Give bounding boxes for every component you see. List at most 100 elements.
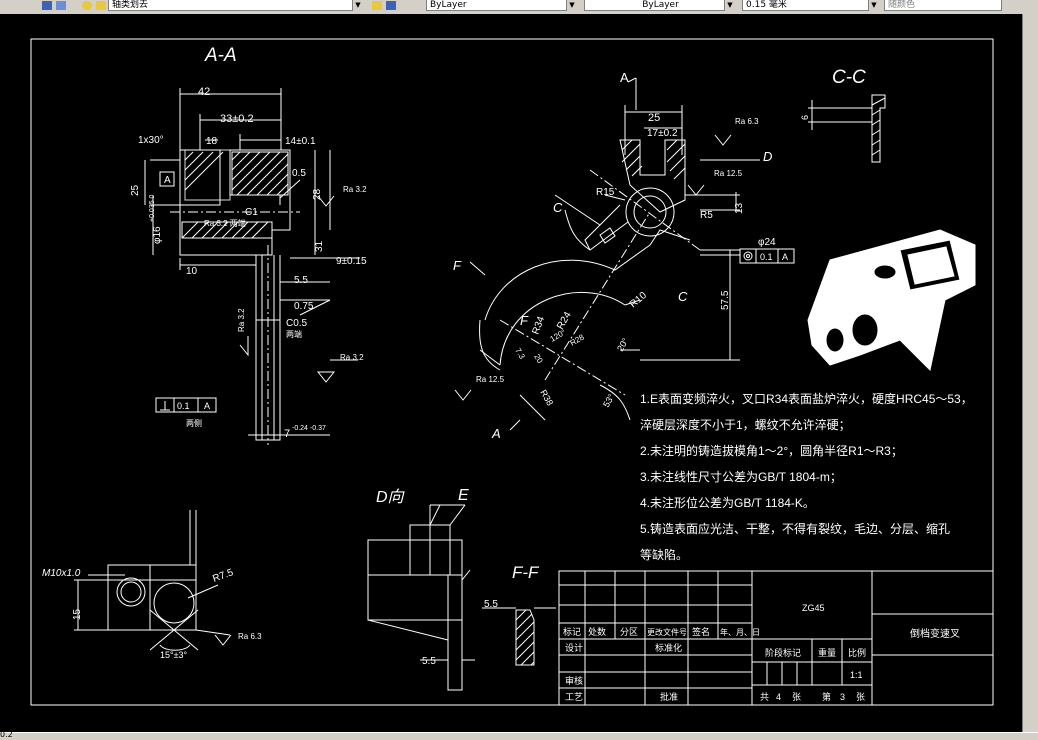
section-mark-f-left: F xyxy=(453,258,462,273)
tb-scale-value: 1:1 xyxy=(850,670,863,680)
dim-575: 57.5 xyxy=(720,290,731,310)
dim-main-25: 25 xyxy=(648,112,660,124)
datum-box xyxy=(159,171,175,187)
roughness-bl-ra63: Ra 6.3 xyxy=(238,632,262,641)
make-current-icon[interactable] xyxy=(372,1,382,10)
note-1: 1.E表面变频淬火，叉口R34表面盐炉淬火，硬度HRC45～53， xyxy=(640,391,973,406)
layer-previous-icon[interactable] xyxy=(386,1,396,10)
chevron-down-icon[interactable]: ▼ xyxy=(352,0,363,11)
chevron-down-icon[interactable]: ▼ xyxy=(724,0,735,11)
roughness-ra32-note: Ra 3.2 两端 xyxy=(204,218,246,228)
roughness-ra125-a: Ra 12.5 xyxy=(714,169,743,178)
section-mark-c-left: C xyxy=(553,200,563,215)
layer-state-icon[interactable] xyxy=(42,1,52,10)
section-cc xyxy=(808,94,886,163)
dim-73: 7.3 xyxy=(513,347,527,362)
roughness-ra125-b: Ra 12.5 xyxy=(476,375,505,384)
datum-a: A xyxy=(164,175,171,186)
lineweight-dropdown[interactable]: ByLayer xyxy=(584,0,734,11)
dim-c1: C1 xyxy=(245,207,258,218)
tol-perp-value: 0.1 xyxy=(177,401,190,411)
dim-m10: M10x1.0 xyxy=(42,568,81,579)
bottom-left-view xyxy=(74,510,232,651)
tb-reviewer: 审核 xyxy=(565,675,583,686)
tb-process: 工艺 xyxy=(565,692,583,702)
dim-r15: R15 xyxy=(596,187,615,198)
label-two-ends: 两端 xyxy=(286,329,302,339)
tb-col-docno: 更改文件号 xyxy=(647,627,687,637)
dim-14: 14±0.1 xyxy=(285,136,316,147)
layer-name: 轴类划去 xyxy=(112,0,149,10)
note-5b: 等缺陷。 xyxy=(640,547,688,562)
tb-designer: 设计 xyxy=(565,642,583,653)
tb-col-mark: 标记 xyxy=(563,626,581,637)
dim-28: 28 xyxy=(312,188,323,200)
chevron-down-icon[interactable]: ▼ xyxy=(566,0,577,11)
section-mark-d: D xyxy=(763,149,772,164)
sun-icon[interactable] xyxy=(96,1,106,10)
dim-05: 0.5 xyxy=(292,168,306,179)
isometric-view xyxy=(807,229,976,372)
section-mark-e: E xyxy=(458,487,469,504)
dim-7-tol: -0.24 -0.37 xyxy=(292,425,326,432)
lineweight-value-dropdown[interactable]: 0.15 毫米 xyxy=(742,0,878,11)
dim-dia24: φ24 xyxy=(758,237,776,248)
dim-25: 25 xyxy=(130,184,141,196)
dim-20: 20 xyxy=(532,353,545,366)
section-ff xyxy=(482,607,556,666)
dim-r75: R7.5 xyxy=(211,567,235,585)
dim-main-17: 17±0.2 xyxy=(647,128,678,139)
perpendicularity-frame xyxy=(155,397,217,413)
linetype-name: ByLayer xyxy=(430,0,467,10)
status-bar: 0.2 xyxy=(0,730,1038,740)
dim-33: 33±0.2 xyxy=(220,113,254,125)
vertical-scrollbar[interactable] xyxy=(1022,14,1038,732)
dim-10: 10 xyxy=(186,266,198,277)
chevron-down-icon[interactable]: ▼ xyxy=(868,0,879,11)
dim-c05: C0.5 xyxy=(286,318,308,329)
dim-dia16-tol: +0.035 0 xyxy=(149,194,156,222)
notes-block: 1.E表面变频淬火，叉口R34表面盐炉淬火，硬度HRC45～53， 淬硬层深度不… xyxy=(640,391,973,562)
tb-sheet-unit: 张 xyxy=(856,692,865,702)
tol-perp-datum: A xyxy=(204,401,210,411)
plotstyle-dropdown[interactable]: 随颜色 xyxy=(884,0,1002,11)
dim-chamfer: 1x30° xyxy=(138,135,164,146)
dim-cc-6: 6 xyxy=(800,115,810,120)
position-tol-frame xyxy=(739,248,795,264)
dim-dia16: φ16 xyxy=(152,226,163,244)
engineering-drawing: A-A xyxy=(30,38,994,706)
tb-material: ZG45 xyxy=(802,603,825,613)
layer-dropdown[interactable]: 轴类划去 xyxy=(108,0,362,11)
section-mark-c-right: C xyxy=(678,289,688,304)
dim-15deg: 15°±3° xyxy=(160,650,188,660)
view-title-aa: A-A xyxy=(204,45,237,66)
section-aa xyxy=(144,88,360,445)
tol-pos-value: 0.1 xyxy=(760,252,773,262)
dim-7: 7 xyxy=(284,428,290,440)
view-title-d: D向 xyxy=(376,488,406,506)
layer-manager-icon[interactable] xyxy=(56,1,66,10)
roughness-ra63: Ra 6.3 xyxy=(735,117,759,126)
linetype-dropdown[interactable]: ByLayer xyxy=(426,0,576,11)
dim-r10: R10 xyxy=(628,290,649,311)
section-mark-f-mid: F xyxy=(520,313,529,328)
lineweight-name: ByLayer xyxy=(642,0,679,10)
drawing-canvas[interactable]: A-A xyxy=(0,14,1022,732)
dim-075: 0.75 xyxy=(294,301,314,312)
tb-part-name: 倒档变速叉 xyxy=(910,627,960,640)
tol-pos-datum: A xyxy=(782,252,788,262)
dim-9: 9±0.15 xyxy=(336,256,367,267)
note-4: 4.未注形位公差为GB/T 1184-K。 xyxy=(640,495,815,510)
lineweight-value: 0.15 毫米 xyxy=(746,0,787,10)
dim-r38: R38 xyxy=(538,388,555,407)
tb-scale-label: 比例 xyxy=(848,647,866,658)
dim-55: 5.5 xyxy=(294,275,308,286)
tb-standardize: 标准化 xyxy=(655,642,682,653)
tb-approve: 批准 xyxy=(660,691,678,702)
tb-total: 4 xyxy=(776,692,781,702)
dim-bl-15: 15 xyxy=(72,608,83,620)
note-2: 2.未注明的铸造拔模角1～2°，圆角半径R1～R3； xyxy=(640,443,903,458)
dim-r28: R28 xyxy=(569,332,587,347)
roughness-ra32-c: Ra 3.2 xyxy=(340,353,364,362)
lightbulb-icon[interactable] xyxy=(82,1,92,10)
